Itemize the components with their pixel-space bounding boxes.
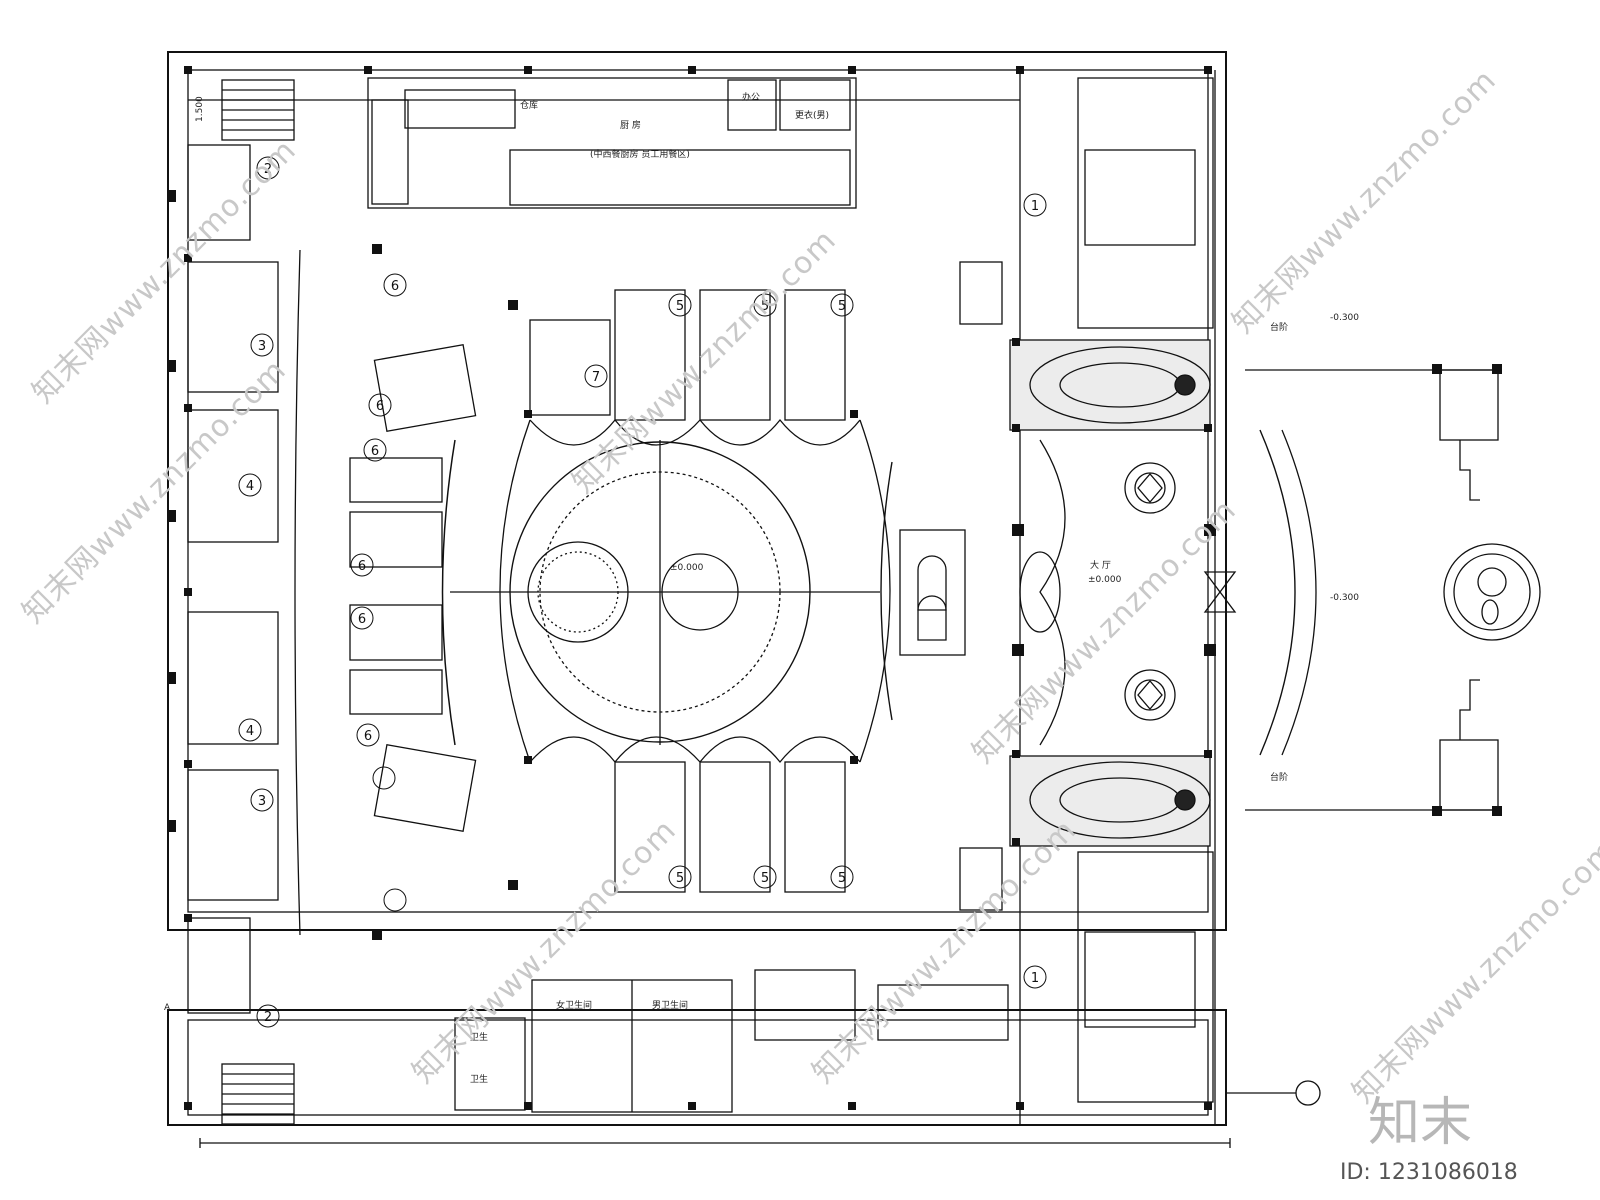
room-num-fan-5: 6 — [358, 612, 366, 627]
spiral-stair-bottom — [1009, 755, 1211, 847]
room-num-top-2: 5 — [761, 299, 769, 314]
lobby-medallion-top — [1124, 462, 1176, 514]
spiral-stair-top — [1009, 339, 1211, 431]
room-num-fan-2: 6 — [376, 399, 384, 414]
entrance-arc — [1259, 429, 1296, 756]
label-lobby-elev: ±0.000 — [1088, 575, 1122, 585]
label-wc-left2: 卫生 — [470, 1073, 488, 1085]
vip-room-top — [1077, 77, 1214, 329]
fan-rooms — [349, 343, 477, 833]
room-num-left-5: 3 — [258, 794, 266, 809]
room-num-vip-2: 1 — [1031, 971, 1039, 986]
label-wc-left: 卫生 — [470, 1031, 488, 1043]
label-restroom-women: 女卫生间 — [556, 999, 592, 1011]
room-num-left-3: 4 — [246, 479, 254, 494]
left-rooms — [187, 144, 279, 1014]
room-num-fan-6: 6 — [364, 729, 372, 744]
label-lobby: 大 厅 — [1090, 559, 1111, 571]
room-num-fan-3: 6 — [371, 444, 379, 459]
label-storage: 仓库 — [520, 99, 538, 111]
label-restroom-men: 男卫生间 — [652, 999, 688, 1011]
room-num-left-6: 2 — [264, 1010, 272, 1025]
kitchen-block — [367, 77, 857, 209]
room-num-bottom-2: 5 — [761, 871, 769, 886]
fountain — [1443, 543, 1541, 641]
room-num-fan-4: 6 — [358, 559, 366, 574]
brand-logo: 知末 — [1368, 1093, 1473, 1153]
outer-wall — [167, 51, 1227, 931]
bottom-wall — [167, 1009, 1227, 1126]
room-num-bottom-1: 5 — [676, 871, 684, 886]
label-staff: 更衣(男) — [795, 109, 829, 121]
vip-room-bottom — [1077, 851, 1214, 1103]
label-stair-top: 台阶 — [1270, 321, 1288, 333]
lobby-medallion-bottom — [1124, 669, 1176, 721]
label-kitchen: 厨 房 — [620, 119, 641, 131]
room-num-top-1: 5 — [676, 299, 684, 314]
label-hall-elev: ±0.000 — [670, 563, 704, 573]
label-grid-a: A — [164, 1003, 171, 1013]
columns — [168, 66, 1502, 1110]
label-entrance-elev: -0.300 — [1330, 593, 1359, 603]
top-private-rooms — [529, 289, 846, 421]
label-elev-marker: 1.500 — [195, 96, 205, 122]
room-num-left-1: 2 — [264, 162, 272, 177]
label-stair-bottom: 台阶 — [1270, 771, 1288, 783]
bottom-private-rooms — [614, 761, 846, 893]
label-terrace-elev: -0.300 — [1330, 313, 1359, 323]
room-num-fan-1: 6 — [391, 279, 399, 294]
room-num-top-3: 5 — [838, 299, 846, 314]
room-num-bottom-3: 5 — [838, 871, 846, 886]
room-num-left-4: 4 — [246, 724, 254, 739]
room-num-left-2: 3 — [258, 339, 266, 354]
label-kitchen-sub: (中西餐厨房 员工用餐区) — [590, 148, 690, 160]
stair-top-left — [221, 79, 295, 141]
image-id: ID: 1231086018 — [1340, 1160, 1518, 1185]
lobby-center-motif — [1019, 551, 1061, 633]
room-num-7: 7 — [592, 370, 600, 385]
label-office: 办公 — [742, 91, 760, 103]
room-num-vip-1: 1 — [1031, 199, 1039, 214]
